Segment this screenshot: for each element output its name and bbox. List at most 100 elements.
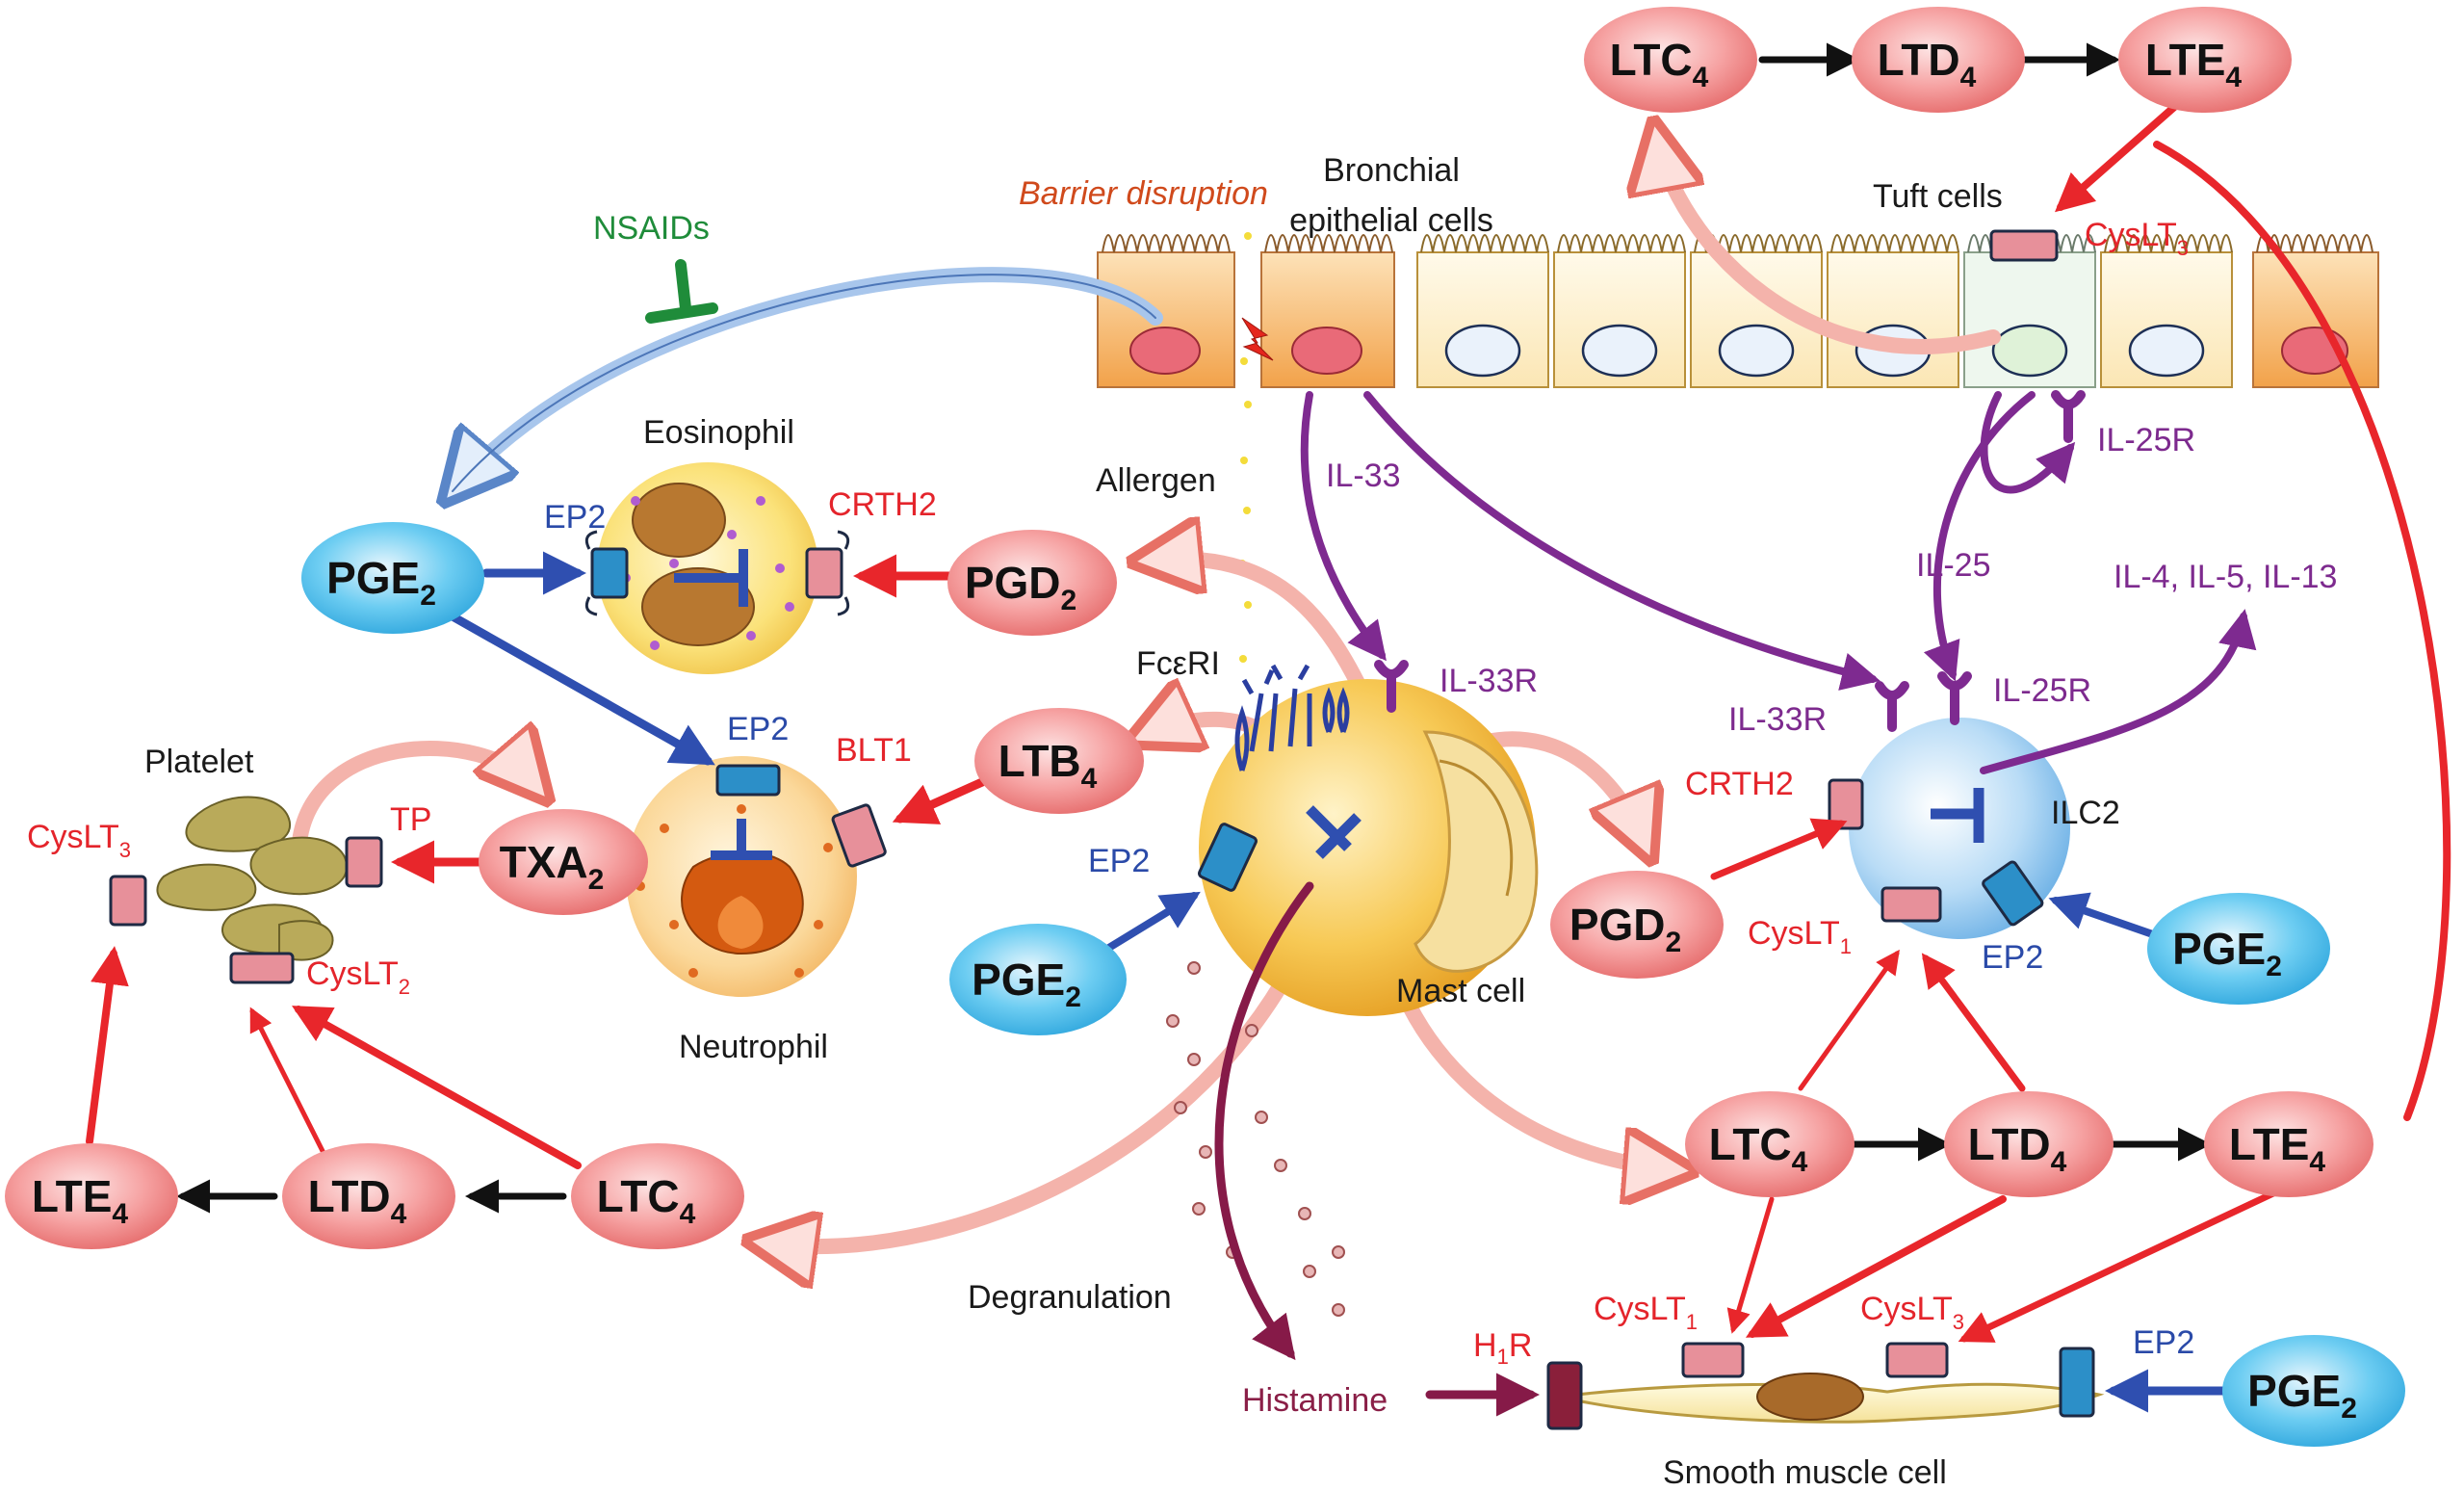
bronchial-label-1: Bronchial [1323,152,1460,189]
cyslt3-tuft-label: CysLT3 [2085,217,2189,260]
ep2-receptor-eosinophil [584,530,629,616]
inhibit-icon [1931,788,1984,843]
mediator-nodes: LTC4 LTD4 LTE4 PGE2 PGD2 LTB4 TXA2 PGE2 … [5,7,2405,1447]
cyslt1-smc-label: CysLT1 [1594,1291,1698,1334]
ltb4-node: LTB4 [974,708,1144,814]
ilc2-label: ILC2 [2051,795,2120,831]
crth2-eosinophil-label: CRTH2 [828,486,937,523]
arrow-ilc2-to-cytokines [1980,609,2257,774]
arrow-ltd4-to-cyslt1-ilc2 [1921,953,2026,1092]
arrow-tuft-to-il25r [1980,391,2076,494]
cyslt2-receptor [229,952,295,984]
svg-text:TXA2: TXA2 [500,837,605,896]
tp-receptor [345,836,383,888]
il33r-mast-label: IL-33R [1439,663,1538,699]
cyslt3-receptor-tuft [1989,229,2059,262]
il25r-ilc2-label: IL-25R [1993,672,2091,709]
cyslt2-label: CysLT2 [306,955,410,999]
cyslt1-receptor-ilc2 [1880,886,1942,923]
neutrophil-label: Neutrophil [679,1029,828,1065]
ep2-receptor-mast [1198,823,1258,892]
svg-text:LTC4: LTC4 [1709,1119,1808,1178]
ep2-receptor-neutrophil [715,764,781,797]
epithelial-cell [1827,234,1959,388]
inhibit-icon [1306,805,1362,859]
epithelial-cell [2100,234,2233,388]
platelet-cells [156,796,349,961]
hollow-arrow-platelet-to-txa2 [291,748,539,865]
cyslt3-smc-label: CysLT3 [1860,1291,1964,1334]
svg-text:PGD2: PGD2 [965,558,1076,616]
lte4-node-left: LTE4 [5,1143,178,1249]
svg-text:PGE2: PGE2 [972,955,1081,1013]
arrow-ltd4-to-cyslt1-smc [1745,1195,2007,1338]
cyslt3-receptor-platelet [109,875,147,927]
bronchial-epithelium [1097,234,2379,388]
ep2-neutrophil-label: EP2 [727,711,789,747]
lte4-node-top: LTE4 [2118,7,2292,113]
arrow-pgd2-to-crth2-ilc2 [1710,818,1848,880]
eosinophil-label: Eosinophil [643,414,794,451]
ep2-smc-label: EP2 [2133,1324,2194,1361]
blt1-receptor [831,803,887,868]
granules [1166,961,1345,1317]
degranulation-label: Degranulation [968,1279,1172,1316]
ltc4-node-top: LTC4 [1584,7,1757,113]
pge2-node-smc: PGE2 [2222,1335,2405,1447]
barrier-disruption-label: Barrier disruption [1019,175,1268,212]
histamine-label: Histamine [1242,1382,1388,1419]
il33r-receptor-ilc2 [1875,681,1909,732]
svg-text:LTE4: LTE4 [2229,1119,2325,1178]
hollow-arrow-epithelium-to-pge2 [453,267,1163,491]
tp-label: TP [390,801,431,838]
epithelial-cell [1416,234,1549,388]
epithelial-cell [2252,234,2379,388]
svg-text:LTD4: LTD4 [308,1171,407,1230]
svg-text:LTD4: LTD4 [1968,1119,2067,1178]
epithelial-cell [1260,234,1395,388]
arrow-mast-to-histamine [1214,881,1314,1361]
txa2-node: TXA2 [479,809,648,915]
arrow-pge2-to-ep2-neu [448,612,715,766]
neutrophil-cell [626,756,857,997]
arrow-lte4-to-cyslt3-tuft [2054,97,2185,213]
svg-text:LTE4: LTE4 [32,1171,128,1230]
svg-text:PGE2: PGE2 [2247,1366,2357,1425]
arrow-ltb4-to-blt1 [892,777,987,824]
ep2-receptor-smc [2059,1347,2095,1418]
cyslt1-ilc2-label: CysLT1 [1748,915,1852,958]
svg-text:LTC4: LTC4 [597,1171,696,1230]
fceri-receptor [1234,664,1350,772]
il25r-receptor-ilc2 [1937,671,1972,725]
inhibit-icon [674,549,748,607]
nsaids-label: NSAIDs [593,210,710,247]
il25r-receptor-tuft [2051,390,2086,443]
arrow-lte4-to-cyslt3-plt [86,946,129,1145]
il33-label: IL-33 [1326,458,1401,494]
il25r-tuft-label: IL-25R [2097,422,2195,458]
cyslt3-receptor-smc [1885,1342,1949,1378]
il25-label: IL-25 [1916,547,1991,584]
cytokines-label: IL-4, IL-5, IL-13 [2114,559,2337,595]
svg-text:LTC4: LTC4 [1610,35,1709,93]
inhibit-icon [711,819,772,860]
arrow-ltc4-to-cyslt1-smc [1726,1196,1775,1334]
svg-text:LTB4: LTB4 [999,736,1098,795]
arrow-il33-to-ilc2 [1363,391,1880,691]
ltd4-node-left: LTD4 [282,1143,455,1249]
blt1-label: BLT1 [836,732,912,769]
nsaids-inhibit-icon [645,259,718,324]
labels: Barrier disruption Bronchial epithelial … [27,152,2337,1491]
epithelial-cell [1690,234,1823,388]
ltc4-node-left: LTC4 [571,1143,744,1249]
arrow-il33-to-mast [1300,391,1387,662]
bronchial-label-2: epithelial cells [1289,202,1493,239]
ltd4-node-mid: LTD4 [1944,1091,2114,1197]
ltd4-node-top: LTD4 [1852,7,2025,113]
pge2-node-ilc2: PGE2 [2147,893,2330,1005]
hollow-arrow-tuft-to-ltc4 [1656,135,2001,354]
arrow-ltc4-to-cyslt1-ilc2 [1798,949,1900,1091]
platelet-label: Platelet [144,744,254,780]
svg-text:PGE2: PGE2 [2172,924,2282,982]
